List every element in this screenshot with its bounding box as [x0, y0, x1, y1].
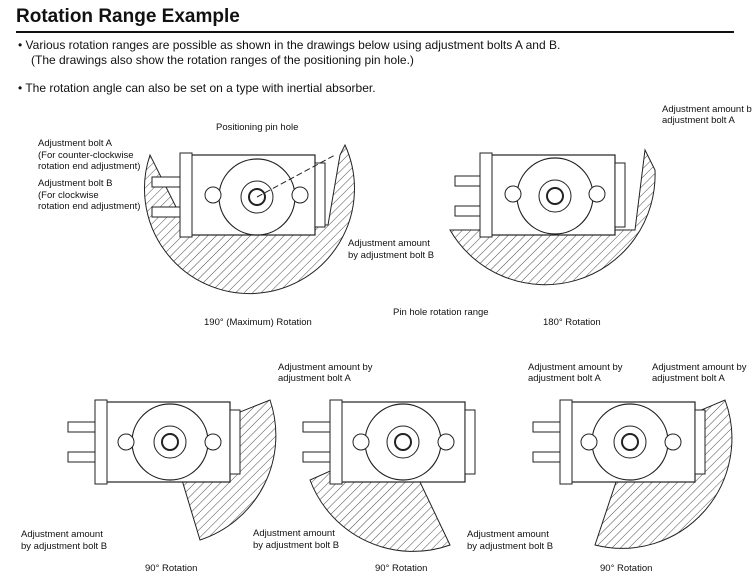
- rotation-range-hatch: [143, 143, 355, 295]
- label-adjust-b: Adjustment amount: [467, 529, 549, 540]
- label-adjust-b-2: by adjustment bolt B: [21, 541, 108, 552]
- figure-90-rotation-left: [67, 399, 277, 541]
- label-adjust-b: Adjustment amount: [253, 528, 335, 539]
- figure-180-rotation: [449, 148, 656, 286]
- caption-fig2: 180° Rotation: [543, 317, 601, 328]
- label-adjust-a-2: adjustment bolt A: [662, 115, 735, 126]
- bolt-a: [454, 175, 481, 187]
- caption-fig3: 90° Rotation: [145, 563, 198, 574]
- caption-fig1: 190° (Maximum) Rotation: [204, 317, 312, 328]
- bolt-b: [454, 205, 481, 217]
- bolt-b: [302, 451, 331, 463]
- title-rule: [16, 31, 734, 33]
- label-adjust-a: Adjustment amount by: [278, 362, 373, 373]
- label-adjust-a: Adjustment amount by: [528, 362, 623, 373]
- bolt-a: [302, 421, 331, 433]
- bullet-1-note: (The drawings also show the rotation ran…: [31, 53, 414, 67]
- label-positioning-pin: Positioning pin hole: [216, 122, 299, 133]
- figure-190-rotation: [143, 143, 355, 295]
- label-pin-range: Pin hole rotation range: [393, 307, 489, 318]
- bolt-b: [151, 206, 181, 218]
- label-adjust-a-2: adjustment bolt A: [278, 373, 351, 384]
- label-bolt-b-note: (For clockwise: [38, 190, 99, 201]
- label-bolt-b: Adjustment bolt B: [38, 178, 113, 189]
- bullet-1: • Various rotation ranges are possible a…: [18, 38, 561, 52]
- page-title: Rotation Range Example: [16, 6, 240, 27]
- label-adjust-a-2: adjustment bolt A: [528, 373, 601, 384]
- figure-90-rotation-middle: [302, 399, 476, 552]
- bullet-2: • The rotation angle can also be set on …: [18, 81, 376, 95]
- label-adjust-b: Adjustment amount: [348, 238, 430, 249]
- label-adjust-b-2: by adjustment bolt B: [348, 250, 435, 261]
- rotation-range-hatch: [449, 148, 656, 286]
- bolt-a: [532, 421, 561, 433]
- label-adjust-b-2: by adjustment bolt B: [253, 540, 340, 551]
- bolt-b: [67, 451, 96, 463]
- label-adjust-a: Adjustment amount by: [662, 104, 752, 115]
- caption-fig4: 90° Rotation: [375, 563, 428, 574]
- label-adjust-a-right: Adjustment amount by: [652, 362, 747, 373]
- figure-90-rotation-right: [532, 399, 733, 549]
- label-bolt-b-note2: rotation end adjustment): [38, 201, 141, 212]
- bolt-a: [151, 176, 181, 188]
- bolt-b: [532, 451, 561, 463]
- caption-fig5: 90° Rotation: [600, 563, 653, 574]
- bolt-a: [67, 421, 96, 433]
- label-bolt-a-note: (For counter-clockwise: [38, 150, 134, 161]
- label-adjust-a-right-2: adjustment bolt A: [652, 373, 725, 384]
- label-adjust-b-2: by adjustment bolt B: [467, 541, 554, 552]
- label-bolt-a: Adjustment bolt A: [38, 138, 112, 149]
- label-adjust-b: Adjustment amount: [21, 529, 103, 540]
- label-bolt-a-note2: rotation end adjustment): [38, 161, 141, 172]
